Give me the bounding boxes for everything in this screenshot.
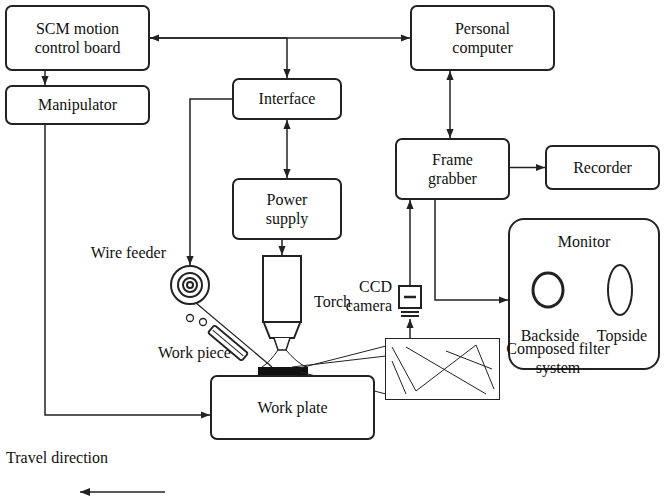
work-plate: Work plate [210, 375, 375, 440]
mirror-ray [392, 347, 416, 391]
signal-connector [190, 99, 232, 265]
feed-roller [200, 319, 207, 326]
node-title: Wire feeder [88, 243, 166, 262]
node-title: Composed filter system [506, 339, 610, 377]
spool-ring [187, 282, 193, 288]
power-box: Power supply [232, 178, 342, 240]
filter-system: Composed filter system [385, 338, 500, 400]
signal-connector [281, 240, 283, 255]
torch-body: Torch [262, 255, 302, 323]
signal-connector [45, 125, 210, 415]
wire-spool [172, 267, 208, 303]
view-label: Backside [514, 326, 586, 345]
travel-arrow [80, 491, 165, 493]
node-label: Personal computer [441, 19, 525, 57]
node-label: Frame grabber [417, 150, 489, 188]
mirror-ray [406, 347, 486, 394]
filter-optics [386, 339, 499, 399]
node-title: Torch [314, 292, 374, 311]
node-label: Recorder [573, 158, 632, 177]
mirror-ray [416, 345, 476, 391]
recorder-box: Recorder [545, 145, 660, 190]
pool-images [510, 220, 658, 368]
spool-ring [183, 278, 197, 292]
node-label: SCM motion control board [22, 19, 134, 57]
view-label: Topside [586, 326, 658, 345]
signal-connector [150, 38, 287, 78]
monitor-box: MonitorBacksideTopside [508, 218, 660, 370]
signal-connector [510, 167, 545, 169]
wire-feeder: Wire feeder [170, 265, 210, 305]
spool-ring [178, 273, 202, 297]
camera-housing [399, 286, 421, 308]
camera-lens [401, 311, 419, 313]
node-label: Manipulator [38, 95, 117, 114]
wire-guide-tube [208, 325, 248, 361]
ccd-camera: CCD camera [398, 285, 422, 319]
mirror-ray [446, 351, 492, 369]
torch-nozzle [264, 323, 300, 338]
torch-tip [274, 338, 290, 350]
camera-body [398, 285, 422, 319]
backside-pool [533, 273, 563, 307]
signal-connector [435, 200, 508, 300]
signal-connector [409, 319, 411, 338]
node-label: Work plate [257, 398, 327, 417]
control-box: SCM motion control board [5, 5, 150, 71]
interface-box: Interface [232, 78, 342, 120]
node-title: CCD camera [334, 277, 392, 315]
filler-wire [196, 303, 272, 367]
direction-label: Travel direction [6, 448, 108, 467]
grabber-box: Frame grabber [395, 138, 510, 200]
signal-connector [449, 71, 451, 138]
topside-pool [608, 265, 632, 315]
signal-connector [409, 200, 411, 285]
node-label: Interface [259, 89, 316, 108]
feed-roller [187, 315, 194, 322]
signal-connector [44, 71, 46, 85]
node-title: Monitor [510, 232, 658, 251]
manipulator-box: Manipulator [5, 85, 150, 125]
node-label: Power supply [256, 190, 318, 228]
light-ray [300, 372, 386, 394]
computer-box: Personal computer [410, 5, 555, 71]
camera-slot [404, 296, 416, 299]
mirror-ray [392, 361, 406, 394]
camera-lens [401, 315, 419, 317]
part-label: Work piece [158, 343, 231, 362]
mirror-ray [476, 345, 494, 389]
signal-connector [286, 120, 288, 178]
light-ray [292, 356, 386, 367]
